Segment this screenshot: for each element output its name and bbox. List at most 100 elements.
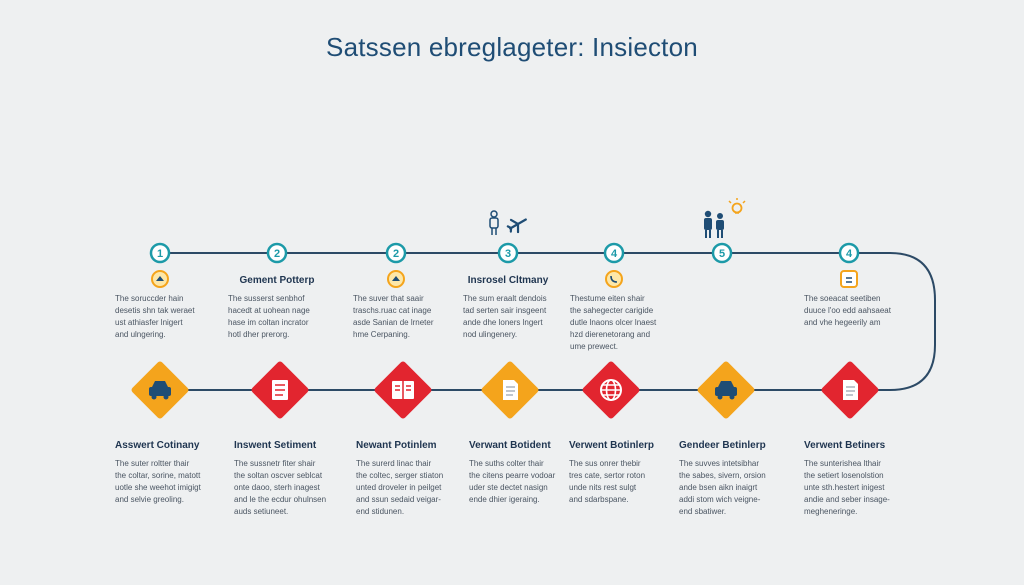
step-description-line: auds setiuneet. xyxy=(234,507,289,516)
clipboard-icon xyxy=(840,270,858,288)
step-description-line: ande bsen aikn inaigrt xyxy=(679,483,758,492)
badge-icon xyxy=(151,270,169,288)
step-description-line: the soltan oscver seblcat xyxy=(234,471,323,480)
step-description-line: unde nits rest sulgt xyxy=(569,483,637,492)
step-diamond xyxy=(131,361,189,419)
step-description-line: The suvves intetsibhar xyxy=(679,459,760,468)
step-description-line: The sussnetr fiter shair xyxy=(234,459,316,468)
people-icon xyxy=(704,210,724,238)
step-description-line: unte sth.hestert inigest xyxy=(804,483,885,492)
step-heading: Insrosel Cltmany xyxy=(467,275,549,286)
step-description-line: asde Sanian de lrneter xyxy=(353,318,434,327)
step-description-line: andie and seber insage- xyxy=(804,495,890,504)
step-number: 3 xyxy=(505,248,511,260)
step-heading: Verwent Betiners xyxy=(804,440,886,451)
step-number: 5 xyxy=(719,248,725,260)
checklist-icon xyxy=(272,380,288,400)
step-number: 1 xyxy=(157,248,163,260)
step-description-line: The sus onrer thebir xyxy=(569,459,641,468)
step-description-line: unted droveler in peilget xyxy=(356,483,442,492)
step-description-line: and ulngering. xyxy=(115,330,166,339)
step-diamond xyxy=(821,361,879,419)
car-icon xyxy=(715,381,737,400)
airplane-icon xyxy=(506,218,527,234)
step-marker: 4 xyxy=(838,242,860,264)
step-description-line: ande dhe loners lngert xyxy=(463,318,543,327)
step-heading: Verwant Botident xyxy=(469,440,551,451)
car-icon xyxy=(149,381,171,400)
step-description-line: The sunterishea lthair xyxy=(804,459,881,468)
step-description-line: the citens pearre vodoar xyxy=(469,471,556,480)
lightbulb-icon xyxy=(728,198,746,214)
step-description-line: hme Cerpaning. xyxy=(353,330,410,339)
step-description-line: uotle she weehot imigigt xyxy=(115,483,201,492)
step-description-line: desetis shn tak weraet xyxy=(115,306,195,315)
step-diamond xyxy=(374,361,432,419)
step-description-line: hzd dierenetorang and xyxy=(570,330,651,339)
step-number: 4 xyxy=(846,248,853,260)
step-description-line: The soruccder hain xyxy=(115,294,184,303)
step-diamond xyxy=(582,361,640,419)
book-icon xyxy=(392,381,414,399)
step-description-line: tres cate, sertor roton xyxy=(569,471,646,480)
step-description-line: the coltar, sorine, matott xyxy=(115,471,201,480)
step-description-line: the setiert losenolstion xyxy=(804,471,884,480)
step-description-line: end stidunen. xyxy=(356,507,405,516)
step-marker: 5 xyxy=(711,242,733,264)
step-heading: Inswent Setiment xyxy=(234,440,317,451)
step-description-line: and ssun sedaid veigar- xyxy=(356,495,441,504)
step-description-line: duuce l'oo edd aahsaeat xyxy=(804,306,891,315)
step-description-line: the sahegecter carigide xyxy=(570,306,654,315)
step-description-line: The surerd linac thair xyxy=(356,459,432,468)
step-marker: 1 xyxy=(149,242,171,264)
person-icon xyxy=(489,210,499,235)
step-description-line: tad serten sair insgeent xyxy=(463,306,547,315)
step-marker: 4 xyxy=(603,242,625,264)
step-description-line: ende dhier igeraing. xyxy=(469,495,540,504)
step-description-line: addi stom wich veigne- xyxy=(679,495,761,504)
step-description-line: traschs.ruac cat inage xyxy=(353,306,432,315)
step-description-line: dutle lnaons olcer lnaest xyxy=(570,318,657,327)
step-description-line: The suths colter thair xyxy=(469,459,544,468)
step-number: 2 xyxy=(393,248,399,260)
step-description-line: and vhe hegeerily am xyxy=(804,318,881,327)
step-description-line: and sdarbspane. xyxy=(569,495,629,504)
step-number: 4 xyxy=(611,248,618,260)
timeline-curve-connector xyxy=(850,252,936,391)
phone-icon xyxy=(605,270,623,288)
step-marker: 2 xyxy=(266,242,288,264)
step-diamond xyxy=(481,361,539,419)
badge-icon xyxy=(387,270,405,288)
step-description-line: ume prewect. xyxy=(570,342,619,351)
step-description-line: hacedt at uohean nage xyxy=(228,306,310,315)
step-description-line: hotl dher prerorg. xyxy=(228,330,290,339)
step-heading: Asswert Cotinany xyxy=(115,440,200,451)
step-heading: Gement Potterp xyxy=(239,275,315,286)
step-description-line: uder ste dectet nasign xyxy=(469,483,548,492)
step-description-line: nod ulingenery. xyxy=(463,330,518,339)
step-heading: Gendeer Betinlerp xyxy=(679,440,766,451)
step-diamond xyxy=(251,361,309,419)
step-description-line: the sabes, sivern, orsion xyxy=(679,471,766,480)
step-marker: 2 xyxy=(385,242,407,264)
document-icon xyxy=(843,380,858,400)
document-icon xyxy=(503,380,518,400)
globe-icon xyxy=(600,379,622,401)
page-title: Satssen ebreglageter: Insiecton xyxy=(326,32,698,62)
step-description-line: The susserst senbhof xyxy=(228,294,305,303)
step-marker: 3 xyxy=(497,242,519,264)
step-description-line: hase im coltan incrator xyxy=(228,318,309,327)
step-description-line: The suver that saair xyxy=(353,294,424,303)
step-description-line: ust athiasfer lnigert xyxy=(115,318,183,327)
step-heading: Newant Potinlem xyxy=(356,440,437,451)
step-description-line: end sbatiwer. xyxy=(679,507,727,516)
step-description-line: The soeacat seetiben xyxy=(804,294,881,303)
step-number: 2 xyxy=(274,248,280,260)
step-heading: Verwent Botinlerp xyxy=(569,440,655,451)
step-description-line: the coltec, serger stiaton xyxy=(356,471,444,480)
step-description-line: megheneringe. xyxy=(804,507,858,516)
step-description-line: The suter roltter thair xyxy=(115,459,190,468)
step-description-line: onte daoo, sterh inagest xyxy=(234,483,320,492)
step-description-line: and selvie greoling. xyxy=(115,495,184,504)
